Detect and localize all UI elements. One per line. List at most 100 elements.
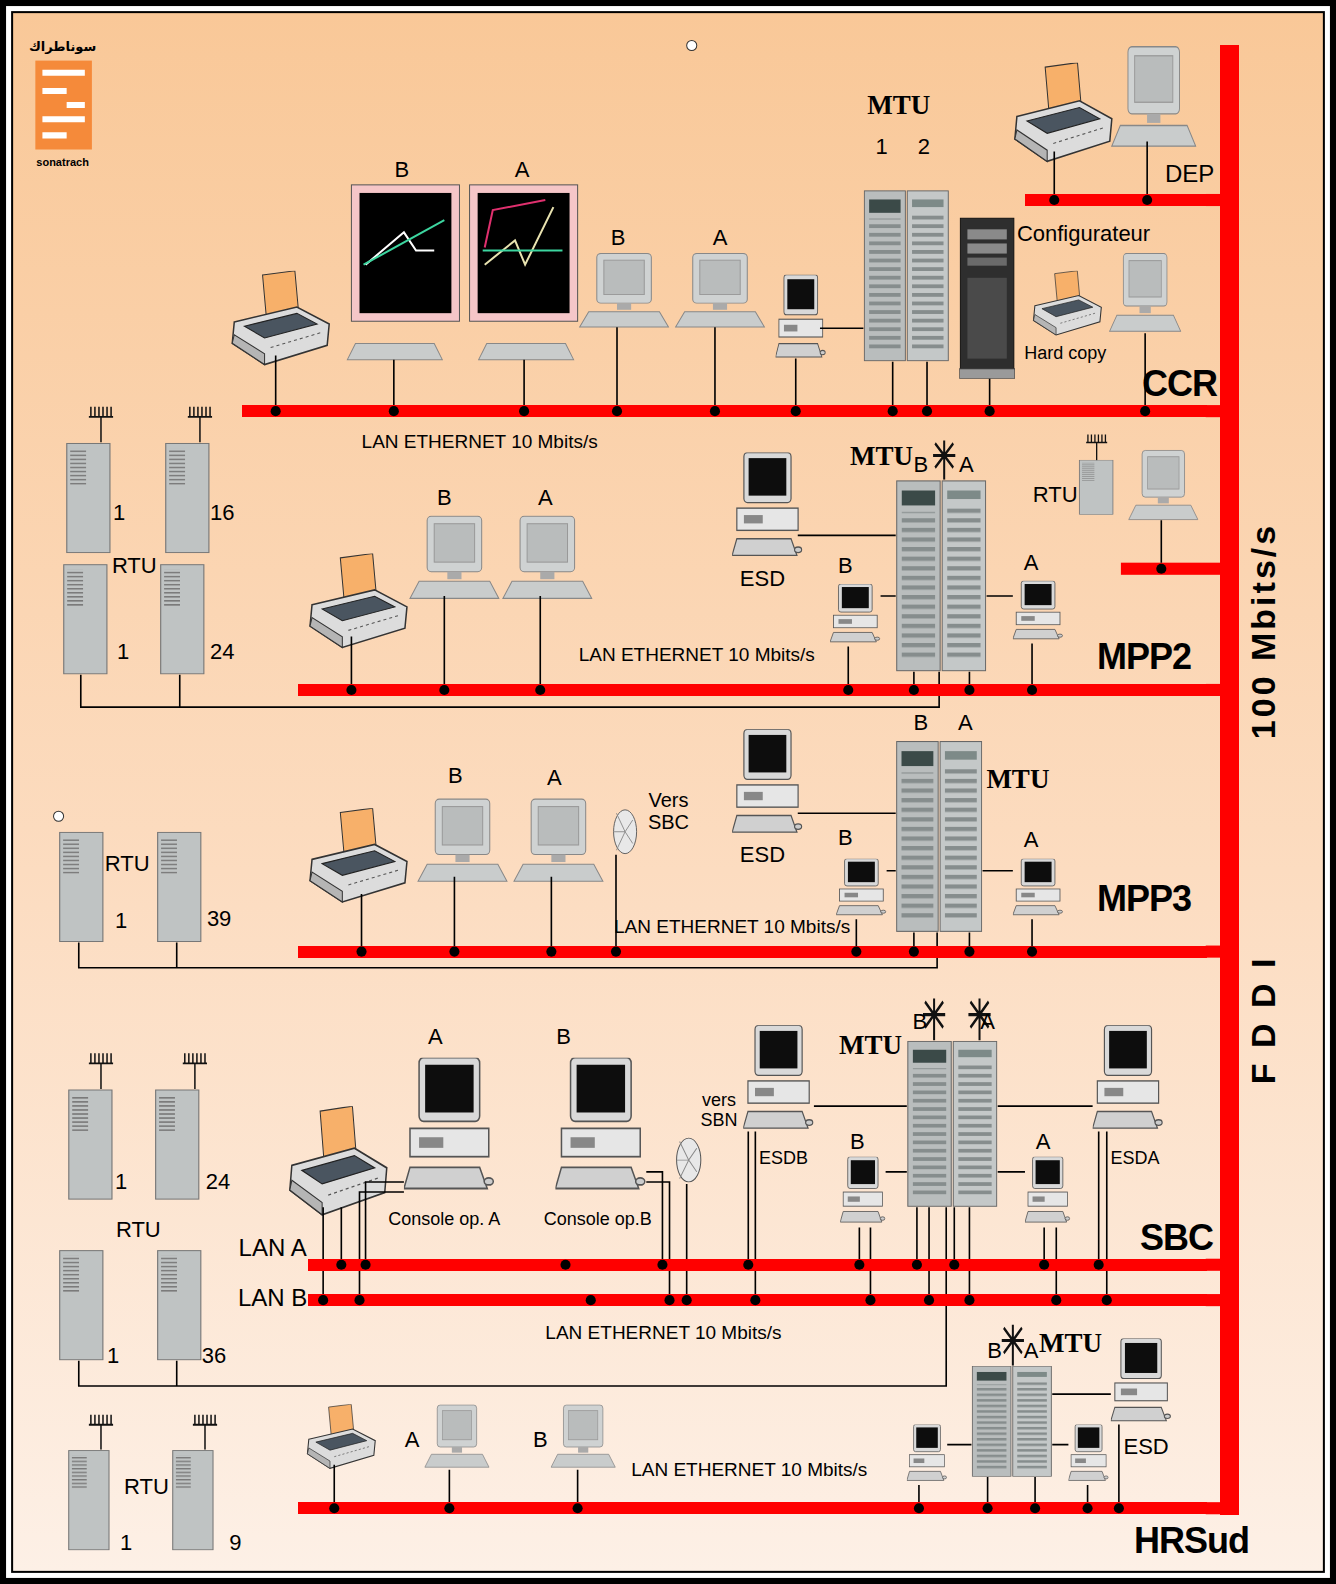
tap-dot (922, 406, 932, 416)
rtu (158, 832, 201, 941)
device-label: B (850, 1129, 865, 1153)
tap-dot (336, 1260, 346, 1270)
tap-dot (985, 406, 995, 416)
rtu (64, 565, 107, 674)
esd-terminal (732, 729, 802, 832)
tap-dot (1102, 1295, 1112, 1305)
tap-dot (1156, 564, 1166, 574)
tap-dot (449, 947, 459, 957)
device-label: A (428, 1025, 443, 1049)
device-label: RTU (124, 1475, 169, 1499)
terminal (776, 275, 826, 357)
device-label: RTU (116, 1218, 161, 1242)
printer (1033, 271, 1101, 335)
lan-bar: SBCLAN A (308, 1259, 1207, 1271)
lan-link (1206, 1502, 1221, 1514)
workstation (1129, 450, 1198, 519)
device-label: MTU (1039, 1329, 1102, 1359)
device-label: ESD (740, 567, 785, 591)
tap-dot (586, 1295, 596, 1305)
workstation (1112, 47, 1196, 146)
device-label: A (1024, 1339, 1039, 1363)
device-label: 36 (202, 1344, 226, 1368)
antenna (89, 1415, 113, 1450)
tap-dot (1049, 195, 1059, 205)
network-label: LAN ETHERNET 10 Mbits/s (362, 432, 598, 453)
keyboard (479, 343, 574, 359)
wire (334, 1394, 1119, 1508)
device-label: B (838, 826, 853, 850)
rtu (69, 1090, 112, 1199)
tap-dot (750, 1295, 760, 1305)
logo-mark (42, 73, 84, 136)
printer (290, 1106, 387, 1215)
device-label: A (959, 453, 974, 477)
tap-dot (546, 947, 556, 957)
dot-mark (54, 811, 64, 821)
tap-dot (356, 947, 366, 957)
tap-dot (914, 1503, 924, 1513)
tap-dot (657, 1260, 667, 1270)
tap-dot (1027, 947, 1037, 957)
device-label: 24 (210, 639, 234, 663)
device-label: ESDA (1111, 1149, 1160, 1169)
terminal (1068, 1424, 1108, 1480)
console (555, 1058, 644, 1189)
rtu (173, 1451, 213, 1550)
wire (81, 520, 1162, 707)
device-label: Console op. A (388, 1210, 500, 1230)
tap-dot (1094, 1260, 1104, 1270)
printer (307, 1404, 375, 1468)
tap-dot (1083, 1503, 1093, 1513)
keyboard (347, 343, 442, 359)
workstation (551, 1405, 615, 1467)
wire (276, 141, 1147, 411)
tap-dot (611, 947, 621, 957)
terminal (840, 1157, 885, 1222)
network-label: LAN ETHERNET 10 Mbits/s (631, 1459, 867, 1480)
device-label: B (987, 1339, 1002, 1363)
device-label: RTU (105, 852, 150, 876)
trend-line (483, 250, 563, 252)
device-label: MTU (986, 765, 1049, 795)
network-label: DEP (1165, 161, 1214, 187)
mtu-rack (897, 481, 986, 671)
tap-dot (519, 406, 529, 416)
tap-dot (865, 1295, 875, 1305)
tap-dot (271, 406, 281, 416)
tap-dot (329, 1503, 339, 1513)
antenna (1086, 434, 1107, 462)
tap-dot (444, 1503, 454, 1513)
device-label: B (437, 486, 452, 510)
device-label: 1 (120, 1530, 132, 1554)
device-label: ESD (1124, 1435, 1169, 1459)
rtu (60, 1251, 103, 1360)
tap-dot (346, 685, 356, 695)
mtu-rack (864, 191, 948, 361)
lan-bar: LAN BLAN ETHERNET 10 Mbits/s (308, 1294, 1207, 1306)
network-label: 100 Mbits/s (1246, 523, 1283, 739)
tap-dot (851, 947, 861, 957)
lan-bar: CCRLAN ETHERNET 10 Mbits/s (242, 405, 1206, 417)
device-label: 9 (229, 1530, 241, 1554)
wire (79, 1106, 1107, 1386)
printer (310, 554, 407, 648)
tap-dot (909, 685, 919, 695)
device-label: B (913, 1010, 928, 1034)
device-label: 1 (113, 501, 125, 525)
device-label: Hard copy (1024, 344, 1106, 364)
device-label: 24 (206, 1170, 230, 1194)
device-label: A (515, 158, 530, 182)
tap-dot (1142, 195, 1152, 205)
dish (677, 1138, 701, 1182)
lan-link (1206, 405, 1221, 417)
rtu (166, 443, 209, 552)
tap-dot (1114, 1503, 1124, 1513)
tap-dot (912, 1260, 922, 1270)
device-label: ESDB (759, 1149, 808, 1169)
network-label: LAN A (239, 1234, 307, 1260)
device-label: A (958, 711, 973, 735)
printer (310, 808, 407, 902)
device-label: A (713, 226, 728, 250)
rtu (161, 565, 204, 674)
